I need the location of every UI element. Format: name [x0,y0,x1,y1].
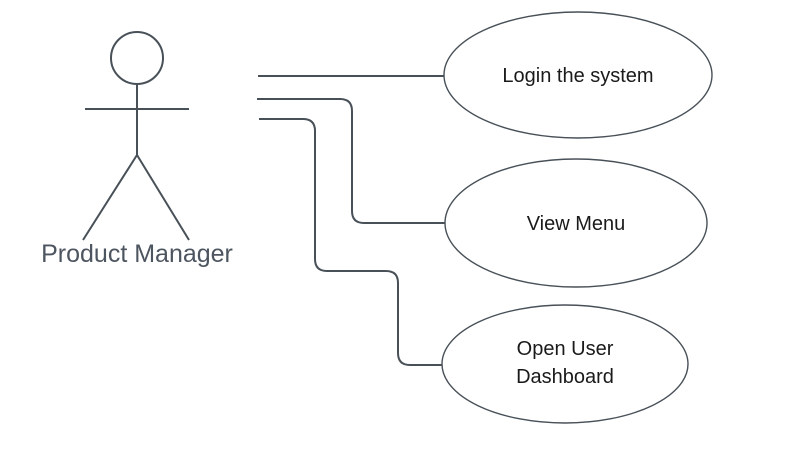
usecase-ellipse-view-menu [444,158,708,288]
usecase-view-menu: View Menu [444,158,708,288]
usecase-label-open-dashboard-line2: Dashboard [516,366,614,388]
usecase-label-login: Login the system [502,65,653,87]
actor-product-manager: Product Manager [41,31,233,268]
associations [257,75,445,366]
actor-left-leg-line [82,154,138,241]
association-line-open-dashboard [259,118,442,366]
actor-label: Product Manager [41,240,233,268]
actor-right-leg-line [136,154,190,241]
association-line-view-menu [257,98,445,224]
usecase-ellipse-open-dashboard [441,304,689,424]
usecase-label-view-menu: View Menu [527,213,626,235]
actor-head-icon [110,31,164,85]
usecase-ellipse-login [443,11,713,139]
usecase-login: Login the system [443,11,713,139]
usecase-open-dashboard: Open User Dashboard [441,304,689,424]
usecase-label-open-dashboard-line1: Open User [517,338,614,360]
